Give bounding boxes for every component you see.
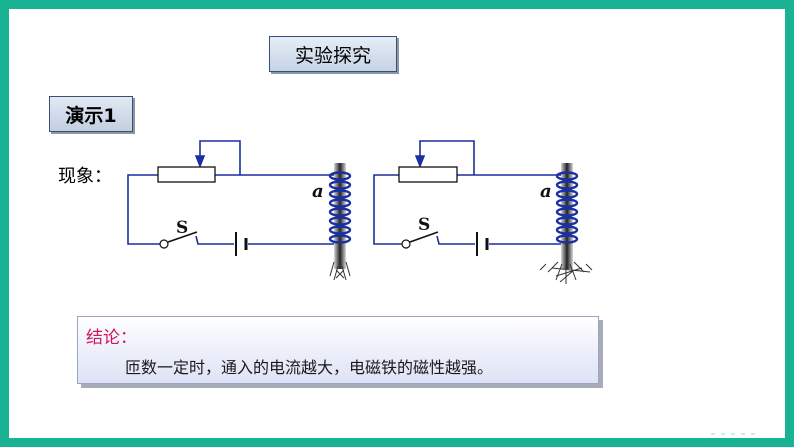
coil-label-left: a — [312, 181, 324, 202]
electromagnet-right — [539, 163, 593, 284]
conclusion-label: 结论： — [86, 328, 137, 348]
corner-decoration — [635, 429, 755, 438]
rheostat — [157, 166, 216, 183]
switch — [159, 239, 169, 249]
switch-label-right: S — [418, 215, 430, 235]
electromagnet-left — [328, 163, 352, 281]
rheostat — [398, 166, 458, 183]
demo-label: 演示1 — [49, 96, 133, 132]
slide-title: 实验探究 — [269, 36, 397, 72]
coil-label-right: a — [540, 181, 552, 202]
circuit-right — [373, 140, 568, 256]
switch-label-left: S — [176, 218, 188, 238]
conclusion-box: 结论： 匝数一定时，通入的电流越大，电磁铁的磁性越强。 — [77, 316, 599, 384]
circuit-left — [127, 140, 342, 256]
switch — [401, 239, 411, 249]
conclusion-text: 匝数一定时，通入的电流越大，电磁铁的磁性越强。 — [125, 358, 494, 377]
phenomenon-label: 现象： — [58, 166, 112, 187]
